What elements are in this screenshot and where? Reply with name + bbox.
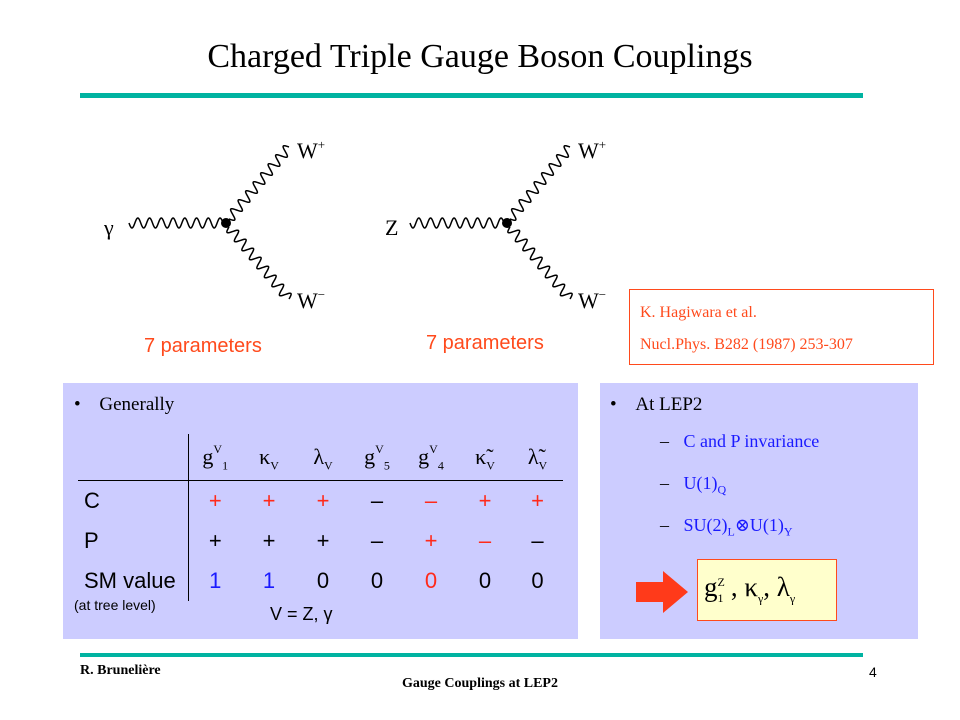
diagram-1-caption: 7 parameters <box>144 335 262 357</box>
table-cell: + <box>208 528 222 553</box>
table-cell: – <box>531 528 544 553</box>
right-panel-bullet: • At LEP2 <box>610 394 703 415</box>
incoming-photon-label: γ <box>104 215 114 240</box>
incoming-boson-line <box>128 217 224 229</box>
column-header: gV5 <box>364 442 390 473</box>
table-cell: 0 <box>478 568 492 593</box>
table-cell: 0 <box>531 568 544 593</box>
w-plus-label: W+ <box>578 136 607 163</box>
table-cell: 1 <box>262 568 276 593</box>
incoming-boson-line <box>409 217 505 229</box>
feynman-diagrams <box>128 144 573 300</box>
table-corner <box>78 434 189 481</box>
table-cell: + <box>188 480 242 521</box>
footer-author: R. Brunelière <box>80 663 161 678</box>
column-header: gV1 <box>202 442 229 473</box>
table-cell: + <box>262 528 276 553</box>
table-cell: – <box>370 528 384 553</box>
table-cell: 0 <box>370 568 384 593</box>
row-label: P <box>78 521 189 561</box>
coupling-properties-table: gV1 κV λV gV5 gV4 κ̃V λ̃V C + + + – – + … <box>78 434 563 601</box>
table-cell: + <box>424 528 438 553</box>
feynman-diagram-z <box>409 144 573 300</box>
right-arrow-icon <box>636 571 688 613</box>
column-header: λV <box>313 444 333 473</box>
v-definition: V = Z, γ <box>270 604 333 624</box>
table-cell: – <box>404 480 458 521</box>
vertex-dot <box>502 218 512 228</box>
bullet-dot: • <box>610 394 617 415</box>
bullet-dot: • <box>74 394 81 415</box>
tree-level-note: (at tree level) <box>74 597 156 613</box>
column-header: λ̃V <box>527 444 548 473</box>
left-panel-bullet: • Generally <box>74 394 175 415</box>
table-cell: + <box>296 480 350 521</box>
reference-box: K. Hagiwara et al. Nucl.Phys. B282 (1987… <box>629 289 934 365</box>
table-cell: + <box>316 528 330 553</box>
condition-cp-invariance: – C and P invariance <box>660 431 820 451</box>
table-cell: 0 <box>316 568 330 593</box>
row-label: SM value <box>78 561 189 601</box>
table-cell: + <box>512 480 563 521</box>
diagram-2-caption: 7 parameters <box>426 332 544 354</box>
w-minus-label: W− <box>578 286 607 313</box>
condition-su2-u1: – SU(2)L⊗U(1)Y <box>660 515 793 539</box>
column-header: κV <box>259 444 279 473</box>
row-label: C <box>78 480 189 521</box>
condition-u1q: – U(1)Q <box>660 473 727 497</box>
table-cell: – <box>350 480 404 521</box>
incoming-z-label: Z <box>385 215 399 240</box>
table-row-c: C + + + – – + + <box>78 480 563 521</box>
w-plus-label: W+ <box>297 136 326 163</box>
slide-title: Charged Triple Gauge Boson Couplings <box>207 38 753 75</box>
table-row-p: P + + + – + – – <box>78 521 563 561</box>
table-cell: 0 <box>424 568 438 593</box>
table-cell: + <box>242 480 296 521</box>
table-row-sm-value: SM value 1 1 0 0 0 0 0 <box>78 561 563 601</box>
page-number: 4 <box>869 664 877 680</box>
column-header: κ̃V <box>475 444 495 473</box>
reference-journal: Nucl.Phys. B282 (1987) 253-307 <box>640 336 853 353</box>
feynman-diagram-photon <box>128 144 292 300</box>
table-cell: – <box>478 528 492 553</box>
outgoing-w-minus-line <box>226 226 292 300</box>
column-header: gV4 <box>418 442 444 473</box>
title-underline <box>80 93 863 98</box>
w-minus-label: W− <box>297 286 326 313</box>
table-cell: 1 <box>209 568 222 593</box>
table-header-row: gV1 κV λV gV5 gV4 κ̃V λ̃V <box>78 434 563 481</box>
outgoing-w-minus-line <box>507 226 573 300</box>
reference-authors: K. Hagiwara et al. <box>640 304 757 321</box>
footer-rule <box>80 653 863 657</box>
vertex-dot <box>221 218 231 228</box>
outgoing-w-plus-line <box>509 144 571 222</box>
outgoing-w-plus-line <box>228 144 290 222</box>
footer-title: Gauge Couplings at LEP2 <box>402 676 558 691</box>
table-cell: + <box>458 480 512 521</box>
